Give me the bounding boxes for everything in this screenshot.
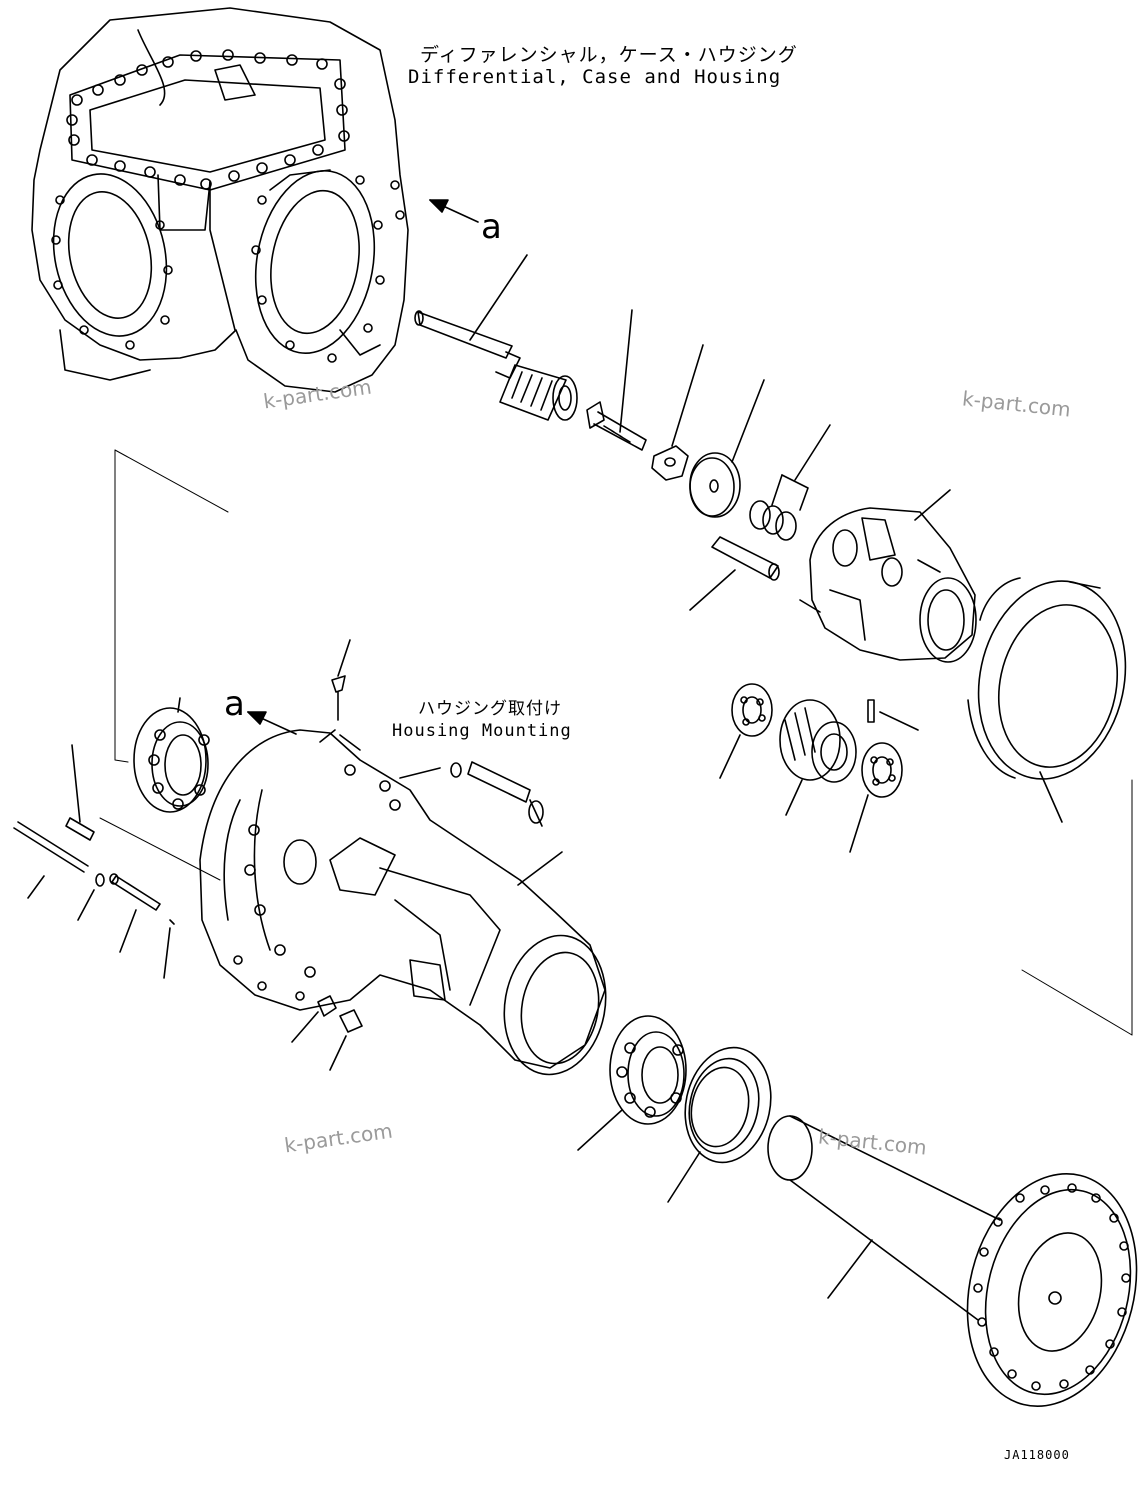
thrust-washer — [689, 379, 765, 518]
breather-plug — [331, 639, 351, 721]
pinion-shaft — [414, 254, 578, 421]
pivot-pin — [109, 873, 161, 953]
bracket-lines — [99, 449, 1133, 1036]
mounting-bolt — [399, 761, 544, 827]
side-bearing-right — [849, 742, 903, 853]
view-marker-upper: a — [481, 207, 502, 247]
differential-case-assembly — [31, 7, 409, 393]
axle-shaft-flange — [767, 1115, 1138, 1408]
mounting-label-japanese: ハウジング取付け — [418, 699, 562, 719]
oil-seal — [667, 1046, 772, 1203]
long-rod — [13, 821, 89, 899]
snap-ring — [77, 873, 105, 921]
mounting-label-english: Housing Mounting — [392, 721, 572, 741]
taper-bearing-right — [577, 1015, 687, 1151]
differential-case — [799, 489, 977, 663]
side-bearing-left — [719, 683, 773, 779]
dowel-pin — [867, 699, 919, 731]
view-arrow-lower — [247, 711, 297, 735]
lock-plate — [651, 344, 704, 481]
plug — [329, 1009, 363, 1071]
ring-gear — [967, 577, 1127, 823]
shim-set — [749, 424, 831, 541]
pinion-gear — [779, 699, 857, 816]
axle-housing — [199, 729, 607, 1076]
roll-pin — [65, 744, 95, 841]
drawing-code: JA118000 — [1004, 1448, 1070, 1462]
spider-pin — [689, 536, 780, 611]
cotter-pin — [163, 919, 175, 979]
section-title-japanese: ディファレンシャル，ケース・ハウジング — [420, 44, 798, 66]
view-marker-lower: a — [224, 684, 245, 724]
bolt — [586, 309, 647, 451]
section-title-english: Differential, Case and Housing — [408, 66, 782, 88]
taper-bearing-left — [133, 697, 210, 813]
view-arrow-upper — [429, 199, 479, 223]
grease-nipple — [291, 995, 337, 1043]
